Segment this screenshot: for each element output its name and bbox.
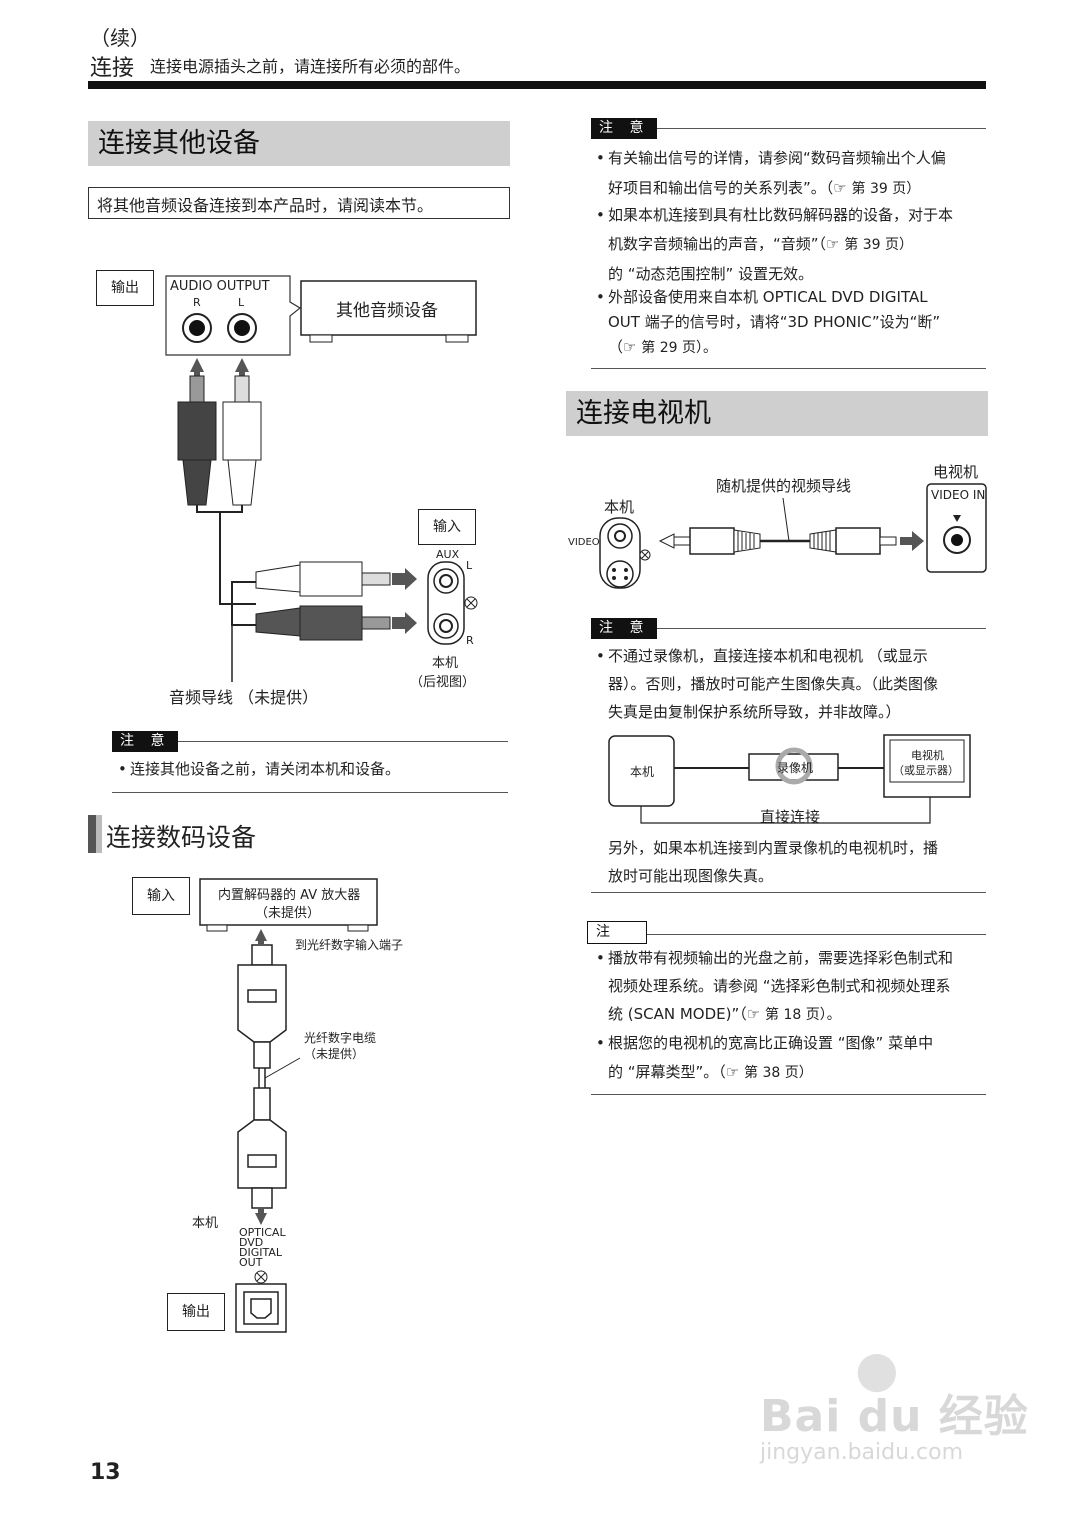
optical-label-2: DVD [239,1236,264,1249]
vcr-unit-label: 本机 [630,765,655,779]
video-in-label: VIDEO IN [931,488,986,502]
hand-ref-icon: ☞ [826,235,840,253]
rear-view-label: （后视图） [410,675,476,690]
optical-label-4: OUT [239,1256,263,1269]
header-continued: （续） [90,26,150,50]
input-tag-1: 输入 [418,509,476,545]
to-optical-label: 到光纤数字输入端子 [295,938,404,952]
note-tag: 注 [587,921,647,944]
note-item-2: •根据您的电视机的宽高比正确设置 “图像” 菜单中 的 “屏幕类型”。（☞ 第 … [596,1034,934,1081]
hand-ref-icon: ☞ [746,1005,761,1023]
caution1-item-2: •如果本机连接到具有杜比数码解码器的设备，对于本 机数字音频输出的声音，“音频”… [596,206,954,283]
section-title-other-devices: 连接其他设备 [88,121,510,166]
aux-r-label: R [466,634,474,647]
hand-ref-icon: ☞ [623,338,637,356]
input-tag-2: 输入 [132,877,190,915]
audio-cable-label: 音频导线 （未提供） [169,688,319,707]
caution1-item-1: •有关输出信号的详情，请参阅“数码音频输出个人偏 好项目和输出信号的关系列表”。… [596,149,946,197]
hand-ref-icon: ☞ [725,1063,740,1081]
output-tag-1: 输出 [96,270,154,306]
caution-tag-right-2: 注 意 [591,618,658,639]
vcr-label: 录像机 [777,761,814,775]
caution1-item-3: •外部设备使用来自本机 OPTICAL DVD DIGITAL OUT 端子的信… [596,288,941,356]
header-rule [88,81,986,89]
page-number: 13 [90,1460,121,1485]
caution-text-1: •连接其他设备之前，请关闭本机和设备。 [118,760,401,778]
caution-tag-right-1: 注 意 [591,118,658,139]
intro-text: 将其他音频设备连接到本产品时，请阅读本节。 [97,196,434,215]
arrow-up-r [190,358,204,372]
header-section: 连接 [90,56,135,81]
optical-plug-bottom [237,1119,287,1189]
plug-l [222,401,262,461]
output-tag-2: 输出 [167,1293,225,1331]
optical-jack [235,1283,287,1333]
also-text: 另外，如果本机连接到内置录像机的电视机时，播 放时可能出现图像失真。 [608,839,939,885]
optical-cable-line2: （未提供） [304,1047,365,1061]
av-amp-line2: （未提供） [255,906,321,921]
hand-ref-icon: ☞ [833,179,847,197]
audio-output-label: AUDIO OUTPUT [170,279,270,294]
unit-label-2: 本机 [192,1216,219,1231]
other-device-label: 其他音频设备 [336,301,438,321]
intro-box: 将其他音频设备连接到本产品时，请阅读本节。 [88,187,510,219]
plug-aux-r [299,605,363,641]
caution-tag-1: 注 意 [112,731,179,752]
aux-label: AUX [436,548,460,561]
jack-l [227,313,257,343]
aux-l-label: L [466,559,473,572]
optical-cable-line1: 光纤数字电缆 [304,1031,377,1045]
l-label: L [238,296,245,309]
vcr-tv-line1: 电视机 [911,749,944,762]
unit-label-1: 本机 [432,656,459,671]
tv-label: 电视机 [933,463,979,481]
paw-icon: ● [855,1340,899,1398]
jack-r [182,313,212,343]
unit-label-tv: 本机 [604,498,635,516]
r-label: R [193,296,201,309]
direct-connection-label: 直接连接 [760,808,821,826]
caution2-text: •不通过录像机，直接连接本机和电视机 （或显示 器）。否则，播放时可能产生图像失… [596,647,939,721]
section-title-digital: 连接数码设备 [106,823,257,852]
vcr-tv-line2: （或显示器） [893,764,959,777]
header-subtitle: 连接电源插头之前，请连接所有必须的部件。 [150,57,471,76]
aux-panel [427,561,465,645]
arrow-up-l [235,358,249,372]
optical-label-1: OPTICAL [239,1226,286,1239]
video-label: VIDEO [568,537,600,548]
av-amp-line1: 内置解码器的 AV 放大器 [218,888,361,903]
tv-cable-label: 随机提供的视频导线 [716,477,852,495]
optical-label-3: DIGITAL [239,1246,283,1259]
note-item-1: •播放带有视频输出的光盘之前，需要选择彩色制式和 视频处理系统。请参阅 “选择彩… [596,949,954,1023]
plug-aux-l [299,561,363,597]
plug-r [177,401,217,461]
optical-plug-top [237,964,287,1043]
section-title-tv: 连接电视机 [566,391,988,436]
baidu-watermark: ● Bai du 经验 jingyan.baidu.com [760,1340,1029,1465]
